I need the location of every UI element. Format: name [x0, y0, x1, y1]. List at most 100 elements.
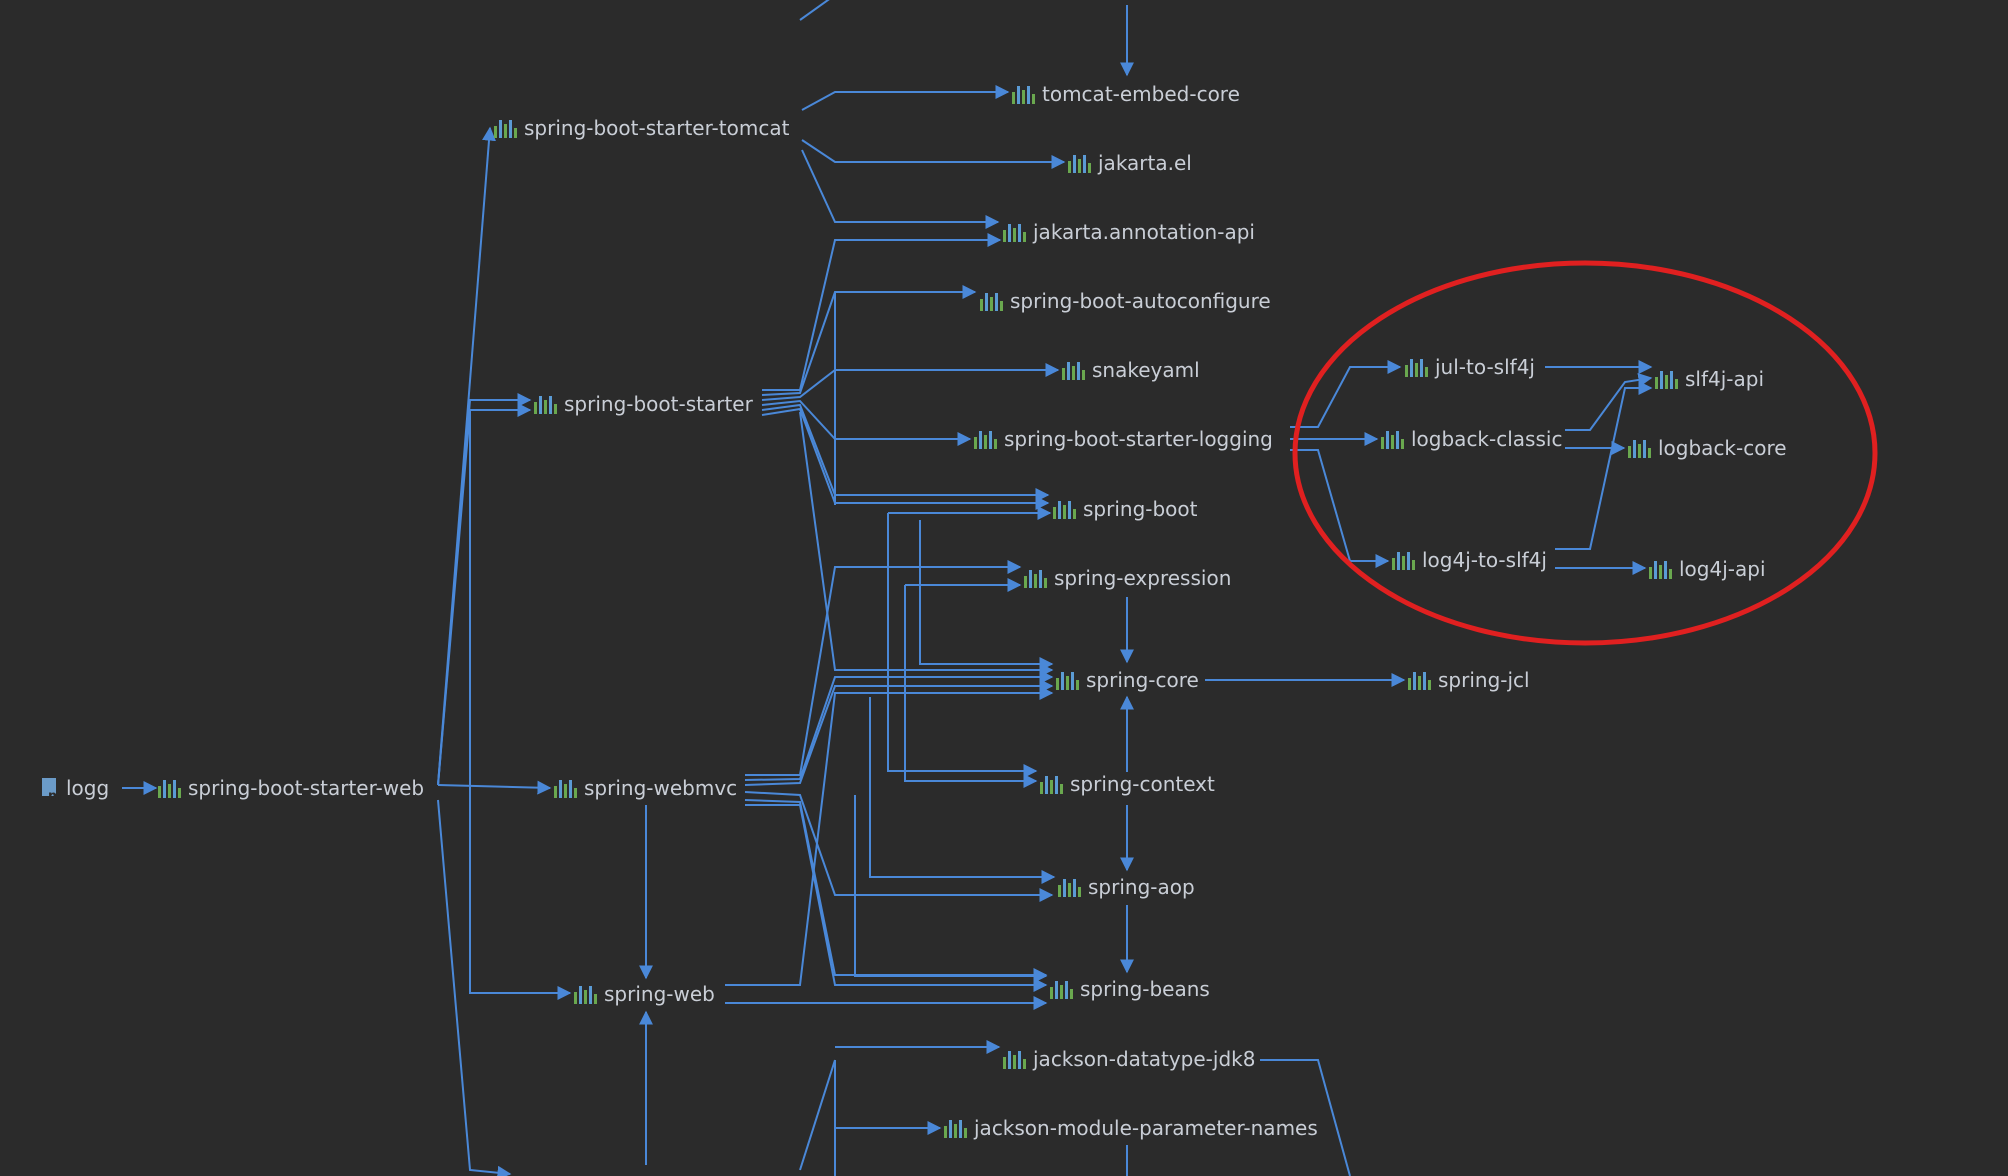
- dependency-edge: [761, 399, 972, 446]
- dependency-edge: [761, 403, 1050, 502]
- dependency-edge: [1290, 360, 1402, 428]
- node-log4j-api[interactable]: log4j-api: [1649, 557, 1766, 581]
- dependency-edge: [1290, 449, 1390, 568]
- maven-module-icon: m: [40, 776, 62, 804]
- maven-library-icon: [1003, 222, 1027, 242]
- root-module-node[interactable]: m logg: [40, 776, 110, 804]
- dependency-edge: [762, 233, 1002, 391]
- maven-library-icon: [1408, 670, 1432, 690]
- node-label: spring-boot-starter-logging: [1004, 427, 1273, 451]
- dependency-edge: [745, 804, 1048, 992]
- dependency-edge: [1565, 372, 1653, 431]
- node-label: spring-aop: [1088, 875, 1195, 899]
- maven-library-icon: [158, 778, 182, 798]
- node-label: spring-boot-starter: [564, 392, 753, 416]
- dependency-edge: [869, 697, 1056, 884]
- maven-library-icon: [1012, 84, 1036, 104]
- dependency-edge: [761, 407, 1050, 510]
- node-label: spring-webmvc: [584, 776, 738, 800]
- node-label: spring-boot-starter-web: [188, 776, 425, 800]
- dependency-edge: [854, 795, 1048, 983]
- node-spring-boot-starter[interactable]: spring-boot-starter: [534, 392, 753, 416]
- node-spring-jcl[interactable]: spring-jcl: [1408, 668, 1530, 692]
- node-spring-boot-starter-logging[interactable]: spring-boot-starter-logging: [974, 427, 1273, 451]
- node-jackson-datatype-jdk8[interactable]: jackson-datatype-jdk8: [1003, 1047, 1255, 1071]
- maven-library-icon: [1058, 877, 1082, 897]
- node-spring-boot[interactable]: spring-boot: [1053, 497, 1198, 521]
- node-label: logback-classic: [1411, 427, 1563, 451]
- node-snakeyaml[interactable]: snakeyaml: [1062, 358, 1200, 382]
- node-spring-beans[interactable]: spring-beans: [1050, 977, 1210, 1001]
- node-logback-classic[interactable]: logback-classic: [1381, 427, 1562, 451]
- maven-library-icon: [974, 429, 998, 449]
- root-module-label: logg: [66, 776, 110, 800]
- node-spring-boot-autoconfigure[interactable]: spring-boot-autoconfigure: [980, 289, 1271, 313]
- node-label: spring-expression: [1054, 566, 1232, 590]
- node-logback-core[interactable]: logback-core: [1628, 436, 1787, 460]
- node-label: tomcat-embed-core: [1042, 82, 1240, 106]
- maven-library-icon: [494, 118, 518, 138]
- maven-library-icon: [1050, 979, 1074, 999]
- node-label: spring-web: [604, 982, 715, 1006]
- node-label: spring-jcl: [1438, 668, 1530, 692]
- maven-library-icon: [1381, 429, 1405, 449]
- node-label: snakeyaml: [1092, 358, 1200, 382]
- maven-library-icon: [1649, 559, 1673, 579]
- dependency-edge: [761, 363, 1060, 401]
- dependency-edge: [799, 1059, 836, 1171]
- node-label: logback-core: [1658, 436, 1787, 460]
- dependency-edge: [744, 679, 1054, 786]
- node-label: log4j-to-slf4j: [1422, 548, 1547, 572]
- node-label: spring-boot-autoconfigure: [1010, 289, 1271, 313]
- dependency-edge: [761, 285, 977, 396]
- node-spring-web[interactable]: spring-web: [574, 982, 715, 1006]
- maven-library-icon: [1062, 360, 1086, 380]
- dependency-edge: [919, 520, 1054, 671]
- dependency-edge: [1260, 1059, 1351, 1176]
- maven-library-icon: [1405, 357, 1429, 377]
- maven-library-icon: [980, 291, 1004, 311]
- dependency-edge: [745, 560, 1022, 776]
- dependency-edge: [887, 513, 1038, 778]
- maven-library-icon: [1040, 774, 1064, 794]
- node-label: jackson-datatype-jdk8: [1033, 1047, 1256, 1071]
- dependency-edge: [469, 410, 572, 1000]
- node-spring-boot-starter-tomcat[interactable]: spring-boot-starter-tomcat: [494, 116, 789, 140]
- node-tomcat-embed-core[interactable]: tomcat-embed-core: [1012, 82, 1240, 106]
- maven-library-icon: [1024, 568, 1048, 588]
- node-spring-core[interactable]: spring-core: [1056, 668, 1199, 692]
- maven-library-icon: [1003, 1049, 1027, 1069]
- node-label: spring-beans: [1080, 977, 1210, 1001]
- maven-library-icon: [944, 1118, 968, 1138]
- highlight-ellipse: [1292, 260, 1878, 646]
- node-spring-expression[interactable]: spring-expression: [1024, 566, 1231, 590]
- node-label: jackson-module-parameter-names: [974, 1116, 1318, 1140]
- dependency-edge: [744, 670, 1054, 781]
- node-jakarta-el[interactable]: jakarta.el: [1068, 151, 1192, 175]
- node-jul-to-slf4j[interactable]: jul-to-slf4j: [1405, 355, 1535, 379]
- node-label: jakarta.annotation-api: [1033, 220, 1255, 244]
- node-slf4j-api[interactable]: slf4j-api: [1655, 367, 1764, 391]
- node-spring-webmvc[interactable]: spring-webmvc: [554, 776, 737, 800]
- dependency-edge: [799, 0, 830, 21]
- dependency-edge: [1555, 381, 1653, 550]
- node-label: log4j-api: [1679, 557, 1766, 581]
- maven-library-icon: [574, 984, 598, 1004]
- dependency-edge: [744, 799, 1048, 982]
- node-spring-aop[interactable]: spring-aop: [1058, 875, 1195, 899]
- node-label: spring-core: [1086, 668, 1199, 692]
- node-spring-boot-starter-web[interactable]: spring-boot-starter-web: [158, 776, 424, 800]
- dependency-edge: [744, 791, 1054, 902]
- node-jackson-module-parameter-names[interactable]: jackson-module-parameter-names: [944, 1116, 1318, 1140]
- dependency-edge: [799, 411, 1054, 677]
- dependency-edge: [437, 393, 532, 786]
- node-label: jakarta.el: [1098, 151, 1192, 175]
- maven-library-icon: [554, 778, 578, 798]
- maven-library-icon: [1655, 369, 1679, 389]
- node-jakarta-annotation-api[interactable]: jakarta.annotation-api: [1003, 220, 1255, 244]
- node-log4j-to-slf4j[interactable]: log4j-to-slf4j: [1392, 548, 1547, 572]
- node-spring-context[interactable]: spring-context: [1040, 772, 1215, 796]
- dependency-edge: [725, 686, 1054, 986]
